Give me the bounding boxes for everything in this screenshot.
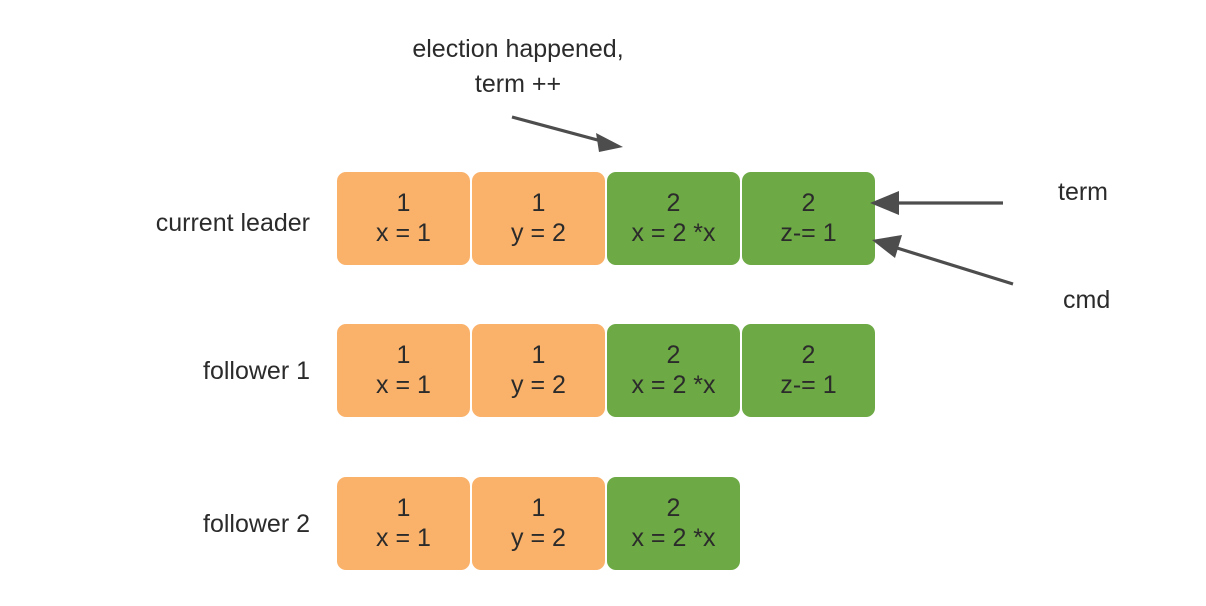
log-entry-cmd: y = 2 (511, 370, 566, 399)
log-entry-cmd: y = 2 (511, 523, 566, 552)
log-entry[interactable]: 2 z-= 1 (742, 172, 875, 265)
log-entry[interactable]: 2 x = 2 *x (607, 477, 740, 570)
log-row-follower-2: 1 x = 1 1 y = 2 2 x = 2 *x (337, 477, 740, 570)
log-entry-cmd: x = 1 (376, 370, 431, 399)
log-entry-term: 1 (531, 494, 546, 522)
log-row-follower-1: 1 x = 1 1 y = 2 2 x = 2 *x 2 z-= 1 (337, 324, 875, 417)
election-arrow-icon (511, 115, 623, 152)
log-entry-cmd: x = 2 *x (631, 218, 716, 247)
row-label-current-leader: current leader (155, 209, 310, 237)
term-arrow-icon (870, 191, 1003, 215)
log-entry-term: 2 (801, 341, 816, 369)
log-entry-term: 1 (531, 189, 546, 217)
log-entry-term: 1 (396, 189, 411, 217)
log-entry-cmd: x = 1 (376, 523, 431, 552)
log-entry[interactable]: 1 y = 2 (472, 172, 605, 265)
log-entry-term: 2 (666, 189, 681, 217)
log-entry[interactable]: 1 x = 1 (337, 172, 470, 265)
log-entry-cmd: y = 2 (511, 218, 566, 247)
side-label-term: term (1058, 178, 1108, 206)
log-entry-term: 1 (396, 341, 411, 369)
log-entry[interactable]: 2 z-= 1 (742, 324, 875, 417)
row-label-follower-1: follower 1 (203, 357, 310, 385)
log-entry[interactable]: 1 x = 1 (337, 324, 470, 417)
side-label-cmd: cmd (1063, 286, 1111, 314)
row-label-follower-2: follower 2 (203, 510, 310, 538)
log-entry-term: 2 (666, 494, 681, 522)
election-annotation: election happened, term ++ (377, 32, 659, 101)
log-entry[interactable]: 2 x = 2 *x (607, 172, 740, 265)
log-entry-term: 2 (801, 189, 816, 217)
election-annotation-line2: term ++ (474, 69, 562, 98)
log-entry-cmd: z-= 1 (780, 370, 837, 399)
log-row-current-leader: 1 x = 1 1 y = 2 2 x = 2 *x 2 z-= 1 (337, 172, 875, 265)
log-entry-cmd: x = 2 *x (631, 370, 716, 399)
log-entry[interactable]: 2 x = 2 *x (607, 324, 740, 417)
log-entry-term: 1 (396, 494, 411, 522)
log-entry-cmd: x = 2 *x (631, 523, 716, 552)
log-entry[interactable]: 1 y = 2 (472, 477, 605, 570)
log-entry[interactable]: 1 y = 2 (472, 324, 605, 417)
log-entry-term: 1 (531, 341, 546, 369)
cmd-arrow-icon (872, 235, 1014, 286)
log-entry-cmd: z-= 1 (780, 218, 837, 247)
log-entry[interactable]: 1 x = 1 (337, 477, 470, 570)
election-annotation-line1: election happened, (412, 35, 624, 63)
log-entry-cmd: x = 1 (376, 218, 431, 247)
log-entry-term: 2 (666, 341, 681, 369)
